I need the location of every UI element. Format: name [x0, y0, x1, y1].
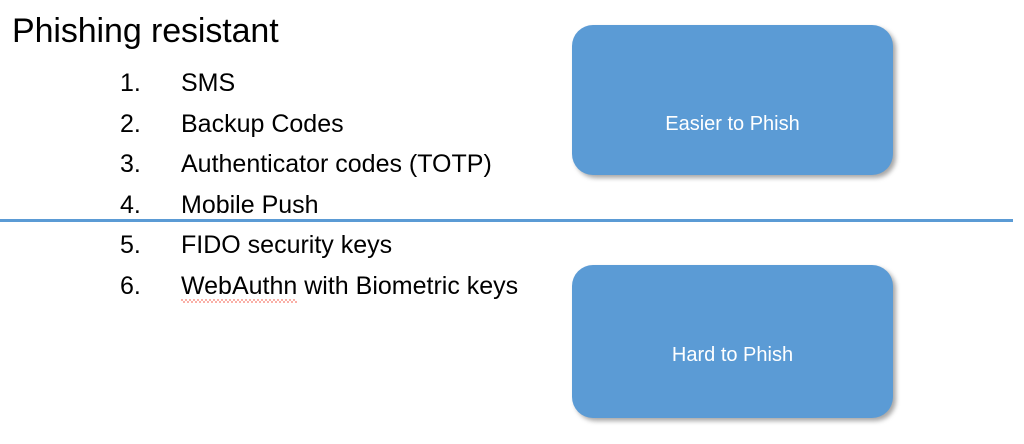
list-item-label: FIDO security keys [181, 231, 393, 260]
list-item-number: 2. [120, 109, 141, 138]
list-item-number: 6. [120, 271, 141, 300]
list-item-label: SMS [181, 69, 236, 97]
list-item-label-rest: with Biometric keys [297, 271, 519, 300]
list-item: 3. Authenticator codes (TOTP) [0, 147, 570, 188]
list-item-label: Authenticator codes (TOTP) [181, 150, 492, 179]
list-item-number: 5. [120, 231, 141, 260]
easier-to-phish-label: Easier to Phish [665, 113, 800, 135]
list-item: 1. SMS [0, 66, 570, 107]
hard-to-phish-box: Hard to Phish [572, 265, 893, 418]
list-item-number: 4. [120, 190, 141, 219]
mfa-methods-list: 1. SMS 2. Backup Codes 3. Authenticator … [0, 66, 570, 310]
list-item-label: WebAuthn with Biometric keys [181, 268, 519, 303]
list-item-number: 3. [120, 150, 141, 179]
page-title: Phishing resistant [12, 12, 279, 50]
list-item: 5. FIDO security keys [0, 228, 570, 269]
spellcheck-misspelled-word: WebAuthn [181, 268, 298, 303]
list-item: 6. WebAuthn with Biometric keys [0, 268, 570, 310]
list-item-label: Backup Codes [181, 109, 344, 138]
list-item-number: 1. [120, 69, 141, 97]
list-item: 2. Backup Codes [0, 107, 570, 148]
hard-to-phish-label: Hard to Phish [671, 343, 794, 366]
phishing-resistance-divider [0, 219, 1013, 222]
easier-to-phish-box: Easier to Phish [572, 25, 893, 175]
list-item: 4. Mobile Push [0, 188, 570, 229]
list-item-label: Mobile Push [181, 190, 319, 219]
